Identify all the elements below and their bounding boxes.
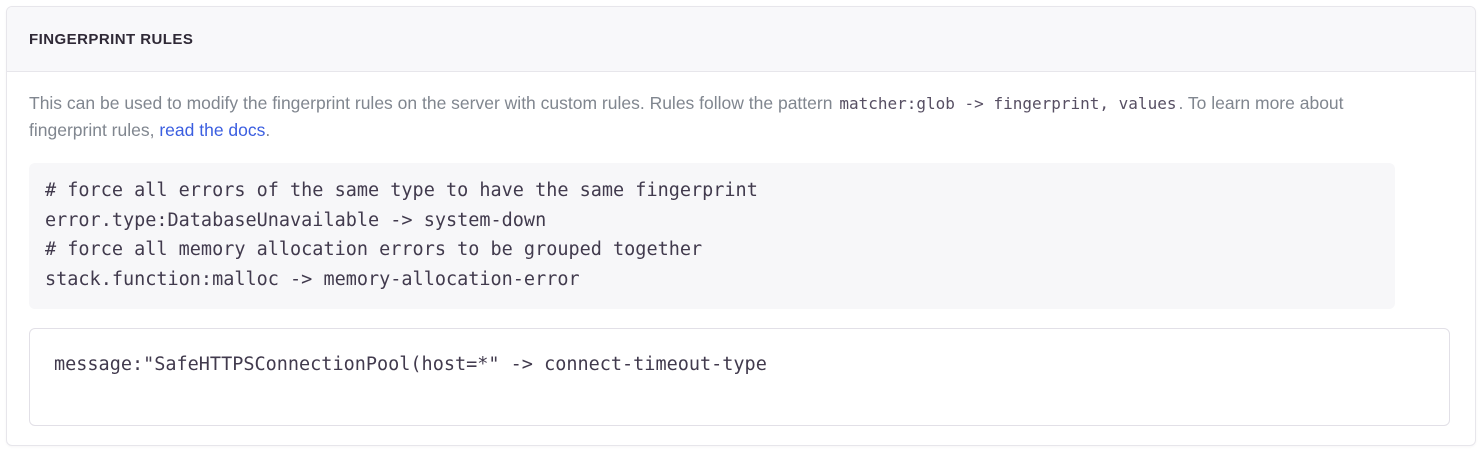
description-text-before-code: This can be used to modify the fingerpri… — [29, 93, 838, 113]
panel-body: This can be used to modify the fingerpri… — [7, 72, 1475, 426]
description-text-after-link: . — [265, 120, 271, 140]
panel-header: FINGERPRINT RULES — [7, 7, 1475, 72]
page-title: FINGERPRINT RULES — [29, 30, 194, 48]
panel-description: This can be used to modify the fingerpri… — [29, 90, 1389, 143]
fingerprint-rules-panel: FINGERPRINT RULES This can be used to mo… — [6, 6, 1476, 446]
fingerprint-rules-input[interactable] — [29, 327, 1450, 426]
description-text-after-code: . To learn more about fingerprint rules, — [29, 93, 1344, 140]
inline-code-pattern: matcher:glob -> fingerprint, values — [839, 94, 1177, 113]
read-the-docs-link[interactable]: read the docs — [159, 120, 266, 140]
example-rules-code-block: # force all errors of the same type to h… — [29, 163, 1395, 309]
